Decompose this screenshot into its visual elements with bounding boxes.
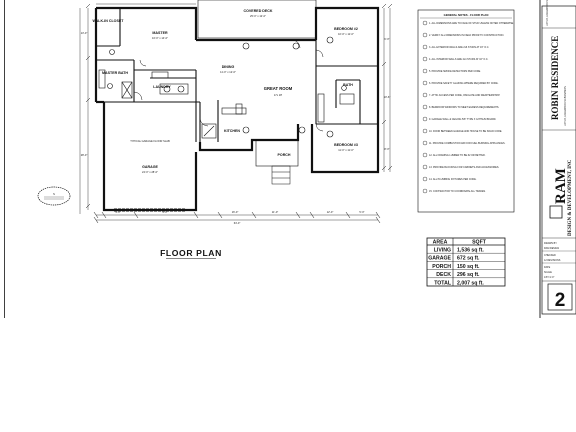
room-greatroom-name: GREAT ROOM [264, 86, 293, 91]
room-dining-name: DINING [222, 65, 235, 69]
dimension-lines [79, 3, 391, 221]
dim-label: 9'-0" [162, 210, 167, 214]
info-line: CHECKED [544, 254, 556, 257]
dim-label: 4'-0" [115, 210, 120, 214]
area-row-value: 2,007 sq ft. [457, 280, 484, 286]
dim-label: 16'-0" [232, 210, 239, 214]
note-item: 10. DOOR BETWEEN GARAGE AND HOUSE TO BE … [429, 130, 502, 133]
room-master-name: MASTER [152, 31, 168, 35]
room-bedroom3-size: 11'-0" x 11'-0" [338, 148, 354, 152]
general-notes: GENERAL NOTES - FLOOR PLAN 1. ALL DIMENS… [417, 9, 515, 213]
info-line: DATE [544, 266, 551, 269]
note-item: 1. ALL DIMENSIONS ARE TO FACE OF STUD UN… [429, 22, 514, 25]
title-block-top-note: LOT 24, EDGEWOOD SUBDIVISION [546, 0, 549, 26]
area-row-label: TOTAL [434, 280, 452, 286]
room-garage-name: GARAGE [142, 165, 158, 169]
dimension-labels: 4'-0" 9'-0" 16'-0" 11'-0" 12'-0" 5'-0" 6… [81, 31, 391, 225]
room-masterbath-name: MASTER BATH [102, 71, 128, 75]
info-line: SCALE [544, 271, 552, 274]
room-kitchen-name: KITCHEN [224, 129, 240, 133]
room-deck-size: 25'-0" x 12'-0" [250, 14, 266, 18]
dim-label: 10'-6" [384, 95, 391, 99]
note-item: 14. ALL PLUMBING FIXTURES PER CODE. [429, 178, 477, 181]
note-item: 8. BEDROOM WINDOWS TO MEET EGRESS REQUIR… [429, 106, 499, 109]
floor-plan [79, 0, 393, 224]
info-line: DRAWN BY [544, 242, 557, 245]
project-subtitle: LOT 24, EDGEWOOD SUBDIVISION [564, 86, 567, 126]
area-table: AREA SQFT LIVING 1,536 sq ft. GARAGE 672… [426, 237, 506, 287]
room-porch-name: PORCH [278, 153, 291, 157]
title-block: LOT 24, EDGEWOOD SUBDIVISION ROBIN RESID… [539, 0, 576, 318]
covered-deck-outline [197, 0, 317, 39]
porch-steps [271, 165, 291, 185]
note-item: 11. PROVIDE COMBUSTION AIR FOR FUEL BURN… [429, 142, 506, 145]
area-table-header-area: AREA [433, 240, 448, 246]
room-bedroom3-name: BEDROOM #3 [334, 143, 358, 147]
room-master-size: 16'-0" x 14'-0" [152, 36, 168, 40]
firm-subtitle: DESIGN & DEVELOPMENT, INC [568, 159, 573, 236]
interior-walls [96, 8, 378, 142]
note-item: 15. CONTRACTOR TO COORDINATE ALL TRADES. [429, 190, 486, 193]
dim-label: 12'-0" [327, 210, 334, 214]
firm-logo-text: RAM [553, 168, 569, 204]
room-dining-size: 11'-0" x 12'-6" [220, 70, 236, 74]
door-swings [133, 39, 324, 132]
area-row-label: LIVING [434, 248, 451, 254]
dim-label: 13'-0" [81, 31, 88, 35]
area-row-value: 150 sq ft. [457, 264, 480, 270]
dim-label: 8'-0" [384, 147, 389, 151]
room-deck-name: COVERED DECK [244, 9, 273, 13]
dim-label: 5'-0" [359, 210, 364, 214]
dimension-ticks [85, 3, 393, 224]
garage-slab-note: TYPICAL GARAGE FLOOR SLAB [130, 139, 170, 143]
project-name: ROBIN RESIDENCE [550, 36, 560, 120]
room-bedroom2-size: 10'-0" x 11'-0" [338, 32, 354, 36]
area-table-header-sqft: SQFT [472, 240, 487, 246]
firm-logo-mark [549, 205, 563, 219]
room-bedroom2-name: BEDROOM #2 [334, 27, 358, 31]
room-laundry-name: LAUNDRY [153, 85, 171, 89]
dim-label: 6'-0" [384, 37, 389, 41]
info-line: RAM DESIGN [544, 247, 559, 250]
section-markers [109, 36, 334, 138]
note-item: 12. ALL FRAMING LUMBER TO BE #2 OR BETTE… [429, 154, 486, 157]
area-row-label: DECK [436, 272, 451, 278]
callout-mark: N [53, 193, 55, 196]
note-item: 13. PROVIDE BLOCKING FOR CABINETS AND AC… [429, 166, 499, 169]
dim-label: 11'-0" [272, 210, 278, 214]
note-item: 3. ALL EXTERIOR WALLS ARE 2x6 STUDS AT 1… [429, 46, 489, 49]
room-labels: MASTER 16'-0" x 14'-0" WALK-IN CLOSET MA… [93, 9, 358, 174]
fixtures [98, 69, 355, 139]
room-greatroom-size: 17x 18' [274, 93, 283, 97]
room-garage-size: 24'-0" x 28'-0" [142, 170, 158, 174]
sheet-number: 2 [555, 290, 566, 311]
area-row-value: 672 sq ft. [457, 256, 480, 262]
note-item: 5. PROVIDE SMOKE DETECTORS PER CODE. [429, 70, 481, 73]
notes-frame [417, 9, 515, 213]
area-row-value: 1,536 sq ft. [457, 248, 484, 254]
room-bath-name: BATH [343, 83, 353, 87]
note-item: 7. ATTIC ACCESS PER CODE, INSULATE AND W… [429, 94, 500, 97]
floor-plan-title: FLOOR PLAN [160, 248, 222, 258]
area-row-value: 296 sq ft. [457, 272, 480, 278]
info-line: 12 REVISIONS [544, 259, 561, 262]
note-item: 9. GARAGE WALL & CEILING 5/8" TYPE X GYP… [429, 118, 497, 121]
notes-list: 1. ALL DIMENSIONS ARE TO FACE OF STUD UN… [422, 20, 514, 194]
note-item: 2. VERIFY ALL DIMENSIONS IN FIELD PRIOR … [429, 34, 504, 37]
dim-label: 28'-0" [81, 153, 88, 157]
dim-label-overall: 64'-0" [234, 221, 241, 225]
note-item: 4. ALL INTERIOR WALLS ARE 2x4 STUDS AT 1… [429, 58, 489, 61]
note-item: 6. PROVIDE SAFETY GLAZING WHERE REQUIRED… [429, 82, 499, 85]
north-callout: N [37, 186, 71, 206]
area-row-label: GARAGE [428, 256, 451, 262]
info-line: 1/8"=1'-0" [544, 276, 554, 279]
notes-header: GENERAL NOTES - FLOOR PLAN [444, 13, 489, 17]
area-row-label: PORCH [432, 264, 451, 270]
room-walkin-name: WALK-IN CLOSET [93, 19, 125, 23]
